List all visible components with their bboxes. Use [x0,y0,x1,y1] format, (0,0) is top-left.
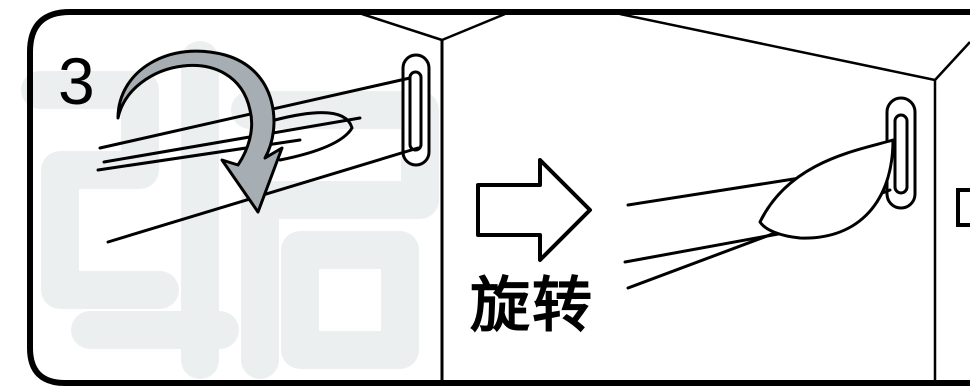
watermark [21,41,439,379]
hollow-right-arrow-icon [476,158,592,262]
right-hook [623,138,895,290]
left-wall-slot [401,53,431,167]
rotate-clockwise-arrow-icon [116,49,284,214]
right-wall-corner [619,12,970,383]
panel-frame [27,9,970,386]
left-wall-corner [361,12,506,42]
next-step-arrow-partial [956,188,970,227]
step-number: 3 [58,44,95,118]
rotate-caption: 旋转 [470,271,594,341]
